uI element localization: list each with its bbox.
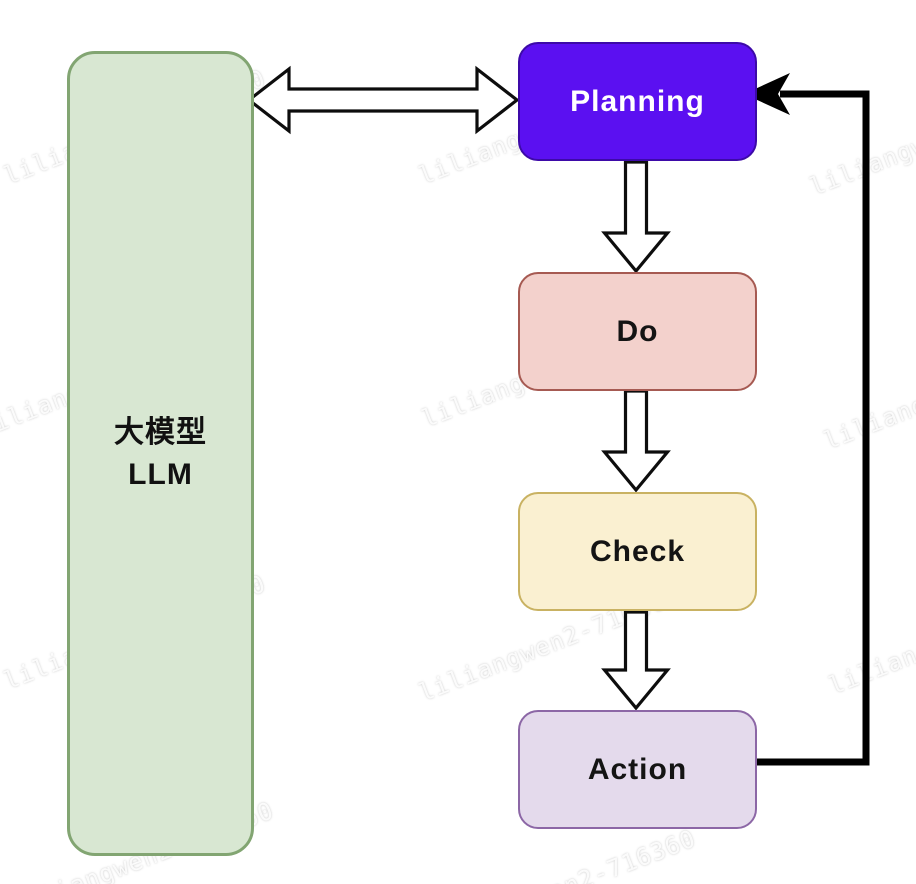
step-planning: Planning: [518, 42, 757, 161]
step-check: Check: [518, 492, 757, 611]
llm-planning-double-arrow: [246, 65, 520, 135]
step-do-label: Do: [616, 314, 659, 348]
llm-box: 大模型 LLM: [67, 51, 254, 856]
step-action: Action: [518, 710, 757, 829]
llm-box-label-line2: LLM: [128, 457, 193, 491]
check-to-action-arrow: [601, 610, 671, 711]
action-to-planning-feedback-line: [757, 90, 870, 766]
step-planning-label: Planning: [570, 84, 705, 118]
step-check-label: Check: [589, 534, 686, 568]
llm-box-label: 大模型 LLM: [114, 412, 207, 496]
step-do: Do: [518, 272, 757, 391]
step-action-label: Action: [587, 752, 688, 786]
llm-box-label-line1: 大模型: [114, 415, 207, 449]
action-to-planning-feedback-arrowhead: [744, 73, 790, 115]
planning-to-do-arrow: [601, 160, 671, 274]
do-to-check-arrow: [601, 389, 671, 493]
